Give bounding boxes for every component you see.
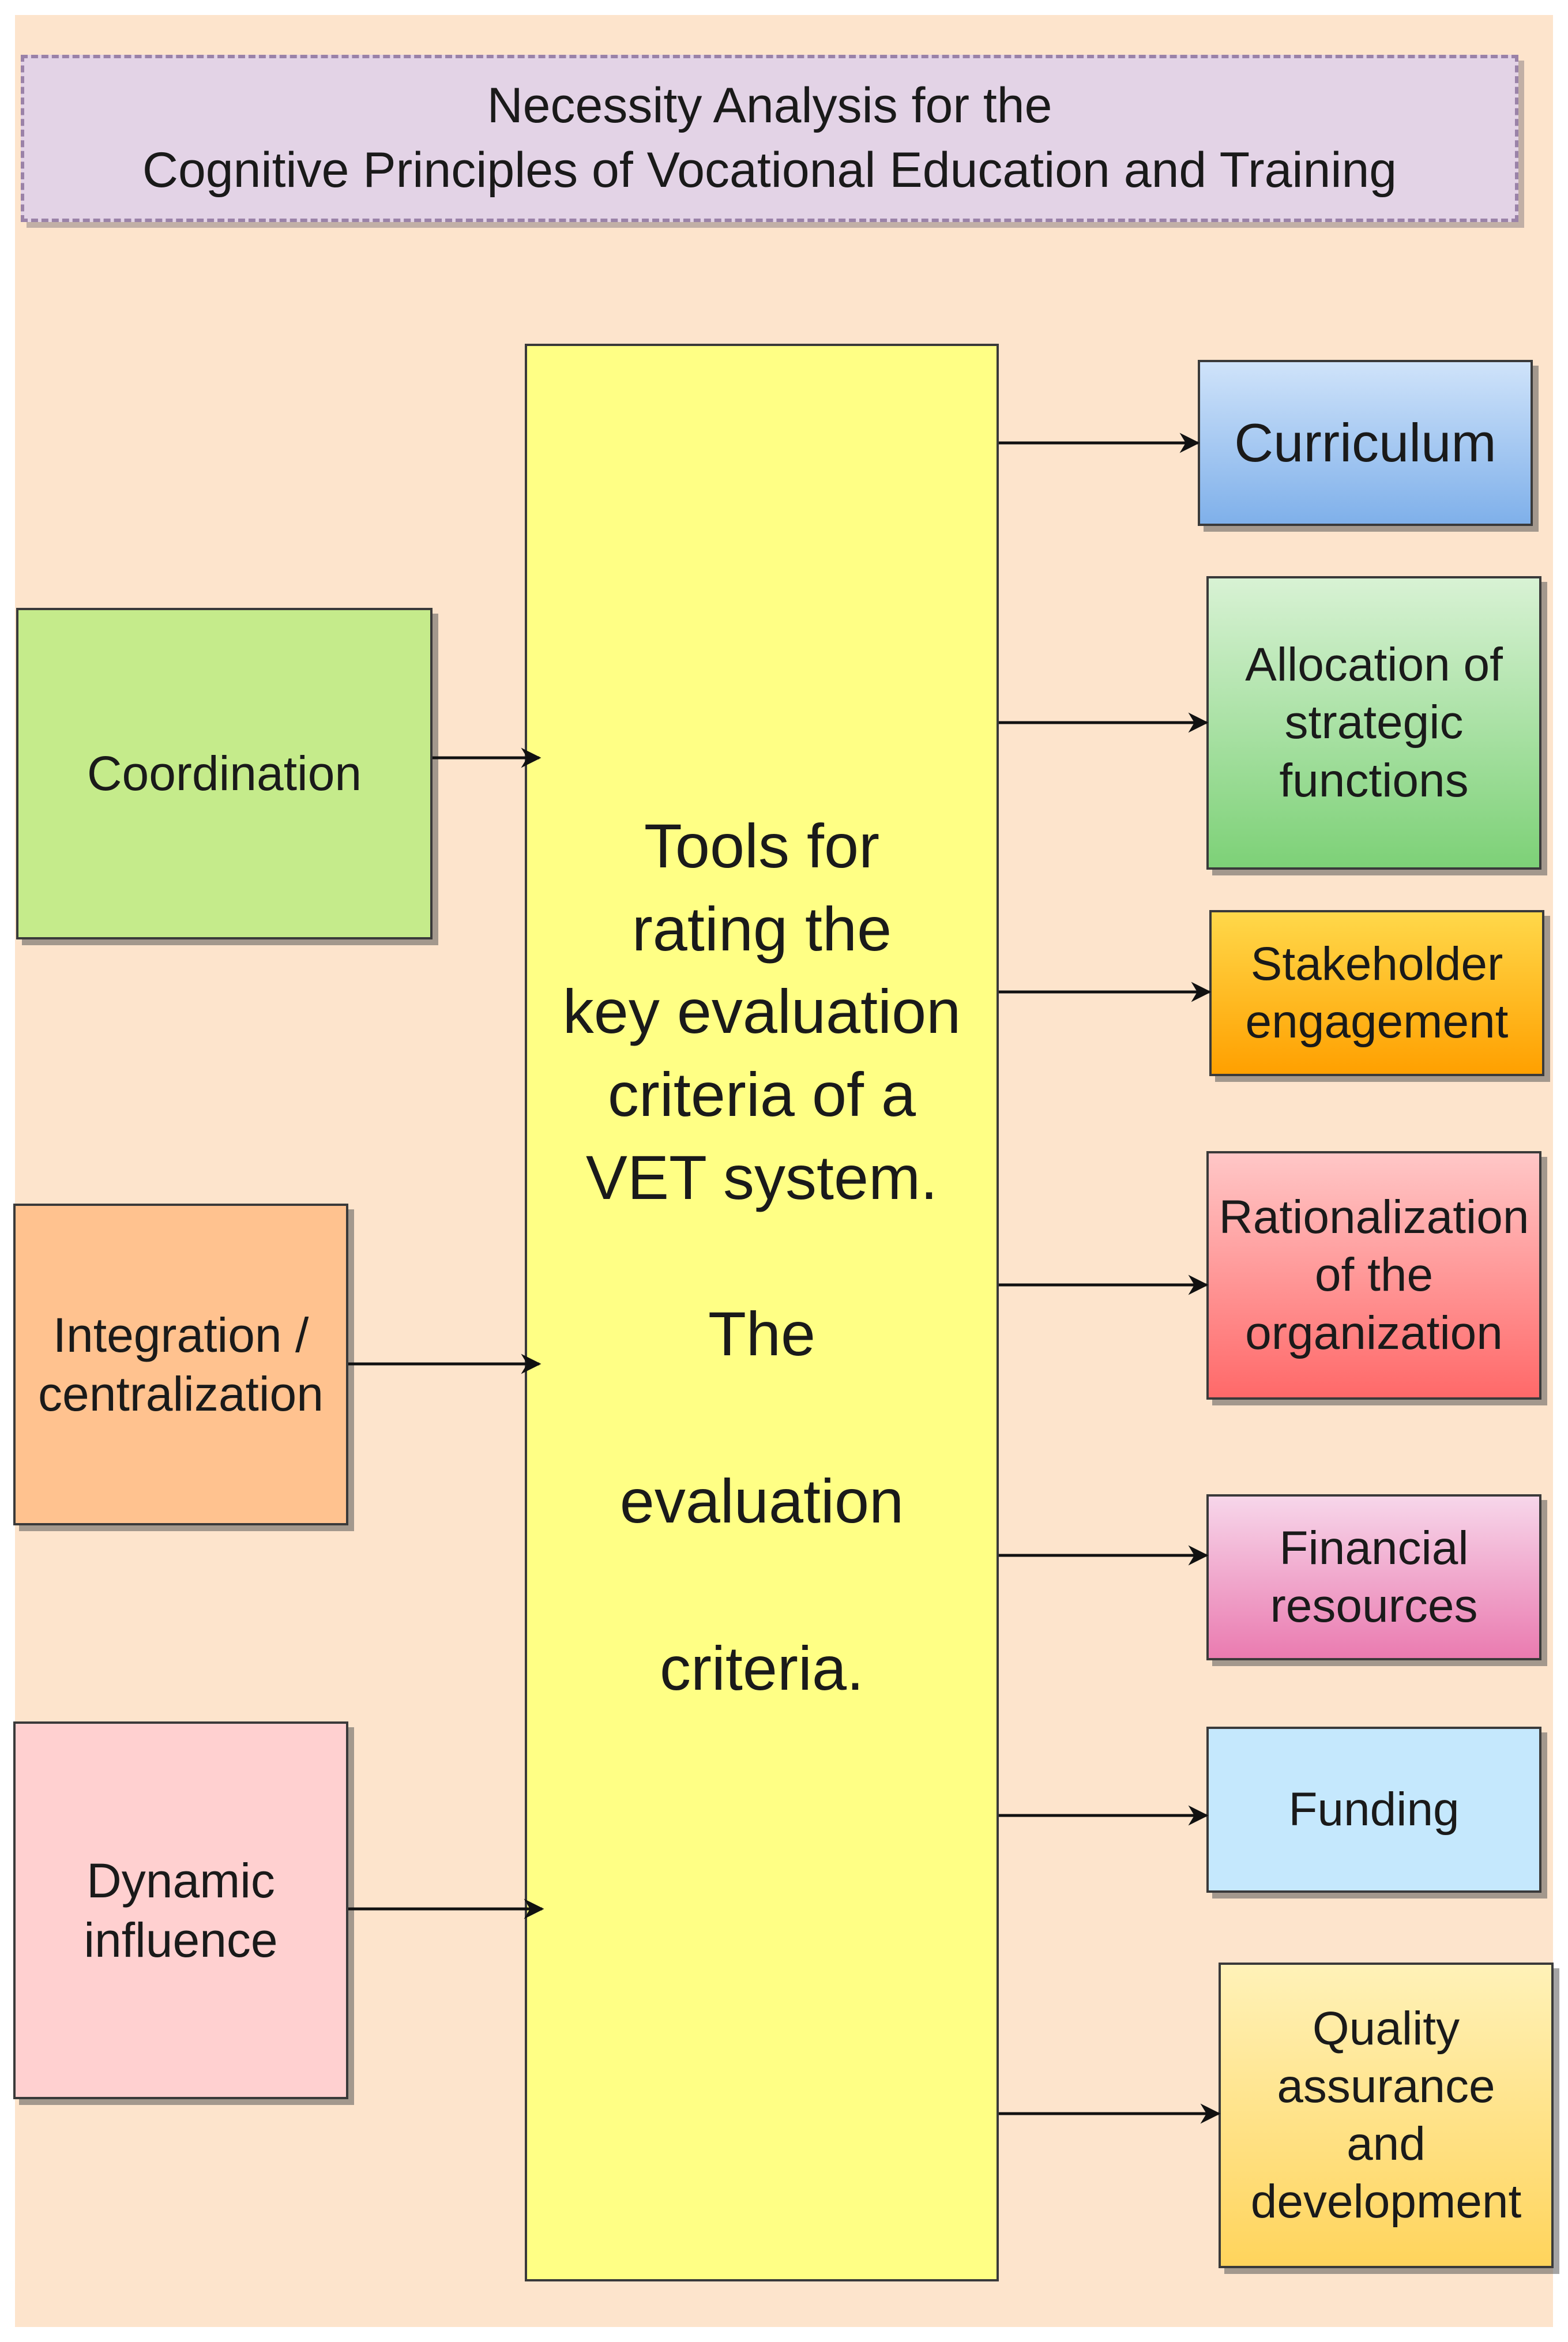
- output-box-financial-resources: Financial resources: [1206, 1494, 1541, 1660]
- center-sub-line-2: evaluation: [619, 1466, 904, 1536]
- output-box-funding: Funding: [1206, 1727, 1541, 1893]
- input-box-coordination: Coordination: [16, 608, 433, 939]
- center-sub-line-3: criteria.: [659, 1633, 864, 1704]
- center-main-text: Tools for rating the key evaluation crit…: [562, 811, 961, 1212]
- center-tools-box: Tools for rating the key evaluation crit…: [525, 344, 999, 2281]
- output-box-rationalization-of-the-organization: Rationalization of the organization: [1206, 1151, 1541, 1400]
- title-line-1: Necessity Analysis for the: [487, 78, 1052, 134]
- output-box-quality-assurance-and-development: Quality assurance and development: [1219, 1963, 1554, 2268]
- input-box-integration-centralization: Integration / centralization: [13, 1204, 348, 1525]
- center-sub-text: The evaluation criteria.: [620, 1303, 904, 1805]
- output-box-allocation-of-strategic-functions: Allocation of strategic functions: [1206, 576, 1541, 870]
- input-box-dynamic-influence: Dynamic influence: [13, 1721, 348, 2099]
- title-line-2: Cognitive Principles of Vocational Educa…: [142, 142, 1397, 198]
- center-sub-line-1: The: [708, 1299, 816, 1369]
- output-box-curriculum: Curriculum: [1198, 360, 1533, 526]
- output-box-stakeholder-engagement: Stakeholder engagement: [1209, 910, 1544, 1076]
- title-box: Necessity Analysis for the Cognitive Pri…: [21, 55, 1518, 222]
